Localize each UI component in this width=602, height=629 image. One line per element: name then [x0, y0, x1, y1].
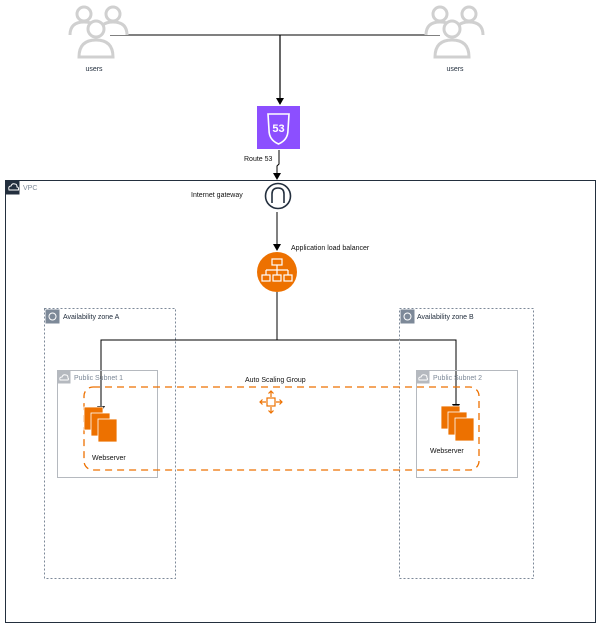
- vpc-label: VPC: [23, 185, 37, 192]
- route53-to-igw-arrow: [273, 150, 281, 180]
- subnet-2-group: Public Subnet 2: [416, 370, 518, 478]
- webserver-a-node: Webserver: [83, 406, 126, 462]
- az-b-group: Availability zone B: [399, 308, 534, 579]
- az-b-border: [399, 308, 534, 579]
- subnet-2-border: [416, 370, 518, 478]
- az-a-group: Availability zone A: [44, 308, 176, 579]
- subnet-1-border: [57, 370, 158, 478]
- route53-badge: 53: [272, 123, 284, 135]
- location-pin-icon-b: [403, 312, 412, 321]
- webserver-b-node: Webserver: [430, 405, 475, 455]
- az-a-label: Availability zone A: [63, 314, 120, 321]
- az-b-badge-icon: [400, 309, 415, 324]
- asg-label: Auto Scaling Group: [245, 377, 306, 384]
- asg-group: Auto Scaling Group: [83, 377, 480, 471]
- users-right-label: users: [446, 66, 464, 73]
- az-a-badge-icon: [45, 309, 60, 324]
- subnet-1-badge-icon: [57, 370, 71, 384]
- users-left: users: [68, 5, 129, 73]
- alb-label: Application load balancer: [291, 245, 370, 252]
- webserver-b-label: Webserver: [430, 448, 464, 455]
- az-b-label: Availability zone B: [417, 314, 474, 321]
- webserver-a-label: Webserver: [92, 455, 126, 462]
- auto-scaling-icon: [259, 390, 283, 414]
- vpc-group: VPC: [5, 180, 596, 623]
- subnet-2-label: Public Subnet 2: [433, 375, 482, 382]
- asg-border: [83, 386, 480, 471]
- users-left-icon: [68, 5, 129, 59]
- route53-node: 53 Route 53: [244, 106, 300, 163]
- location-pin-icon: [48, 312, 57, 321]
- subnet-2-badge-icon: [416, 370, 430, 384]
- subnet-1-group: Public Subnet 1: [57, 370, 158, 478]
- ec2-instances-icon-b: [440, 405, 475, 442]
- lock-cloud-icon: [59, 374, 69, 381]
- connectors: [97, 34, 460, 413]
- ec2-instances-icon: [83, 406, 118, 443]
- users-left-label: users: [85, 66, 103, 73]
- cloud-icon: [8, 183, 20, 191]
- vpc-border: [5, 180, 596, 623]
- igw-node: Internet gateway: [191, 182, 292, 210]
- alb-node: Application load balancer: [257, 245, 370, 292]
- shield-icon: [267, 113, 290, 145]
- route53-icon: [257, 106, 300, 149]
- hierarchy-icon: [261, 258, 293, 282]
- igw-label: Internet gateway: [191, 192, 243, 199]
- route53-label: Route 53: [244, 156, 273, 163]
- az-a-border: [44, 308, 176, 579]
- gateway-arch-icon: [271, 187, 285, 203]
- alb-to-subnets-line: [97, 292, 278, 413]
- lock-cloud-icon-b: [418, 374, 428, 381]
- users-right-icon: [424, 5, 485, 59]
- users-right: users: [424, 5, 485, 73]
- subnet-1-label: Public Subnet 1: [74, 375, 123, 382]
